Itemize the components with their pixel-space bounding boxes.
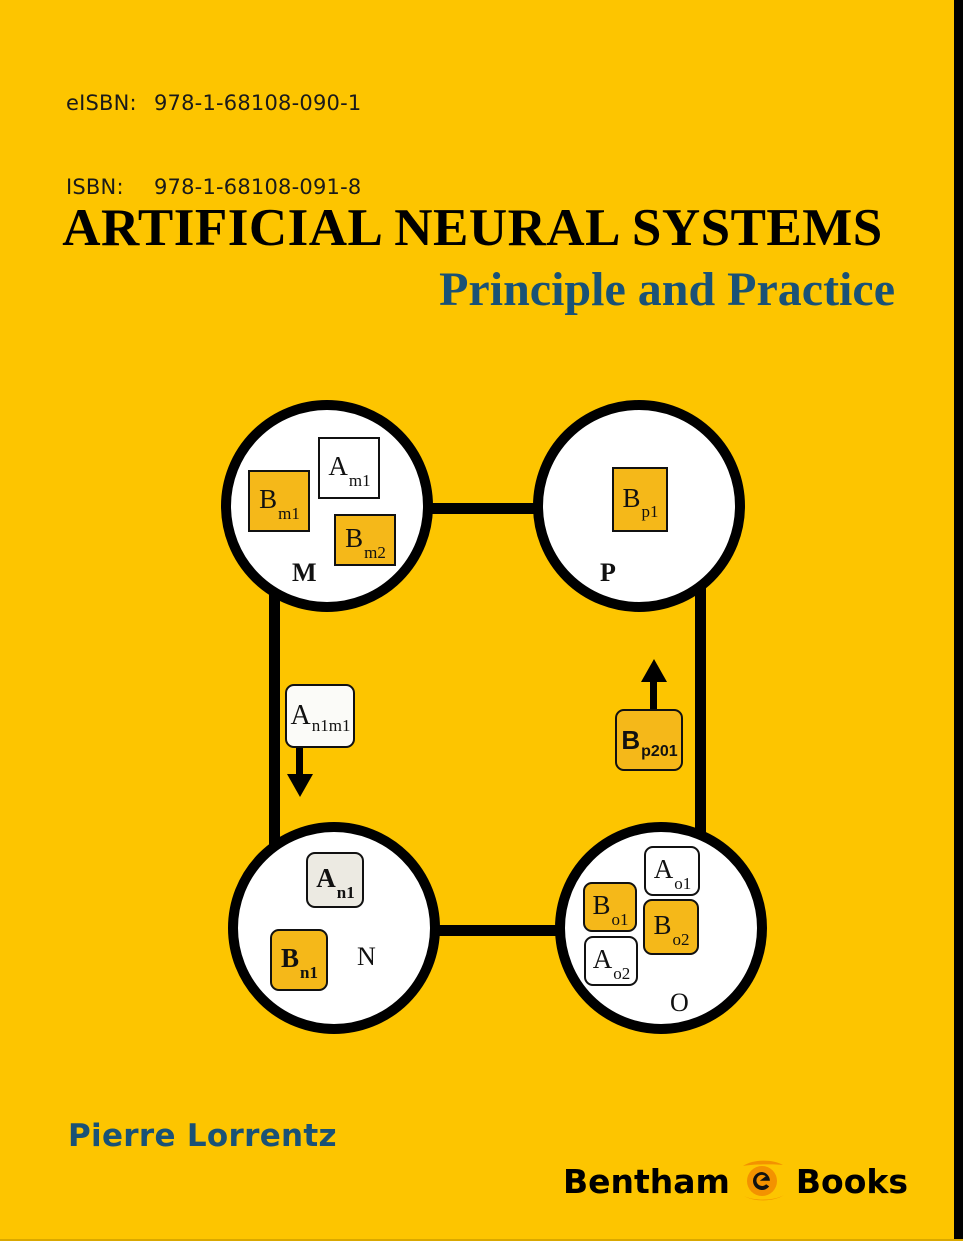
cell-o-a2[interactable]: Ao2 [584,936,638,986]
publisher-word-right: Books [795,1161,908,1201]
arrow-head-up-icon [641,659,667,682]
cell-o-b1-base: B [592,890,611,921]
arrow-shaft-down [296,748,303,778]
book-title: ARTIFICIAL NEURAL SYSTEMS [62,199,883,257]
cell-n-a1-sub: n1 [336,882,355,902]
cover-right-edge [954,0,963,1241]
node-m[interactable] [221,400,433,612]
author-name: Pierre Lorrentz [68,1118,337,1154]
publisher-word-left: Bentham [562,1161,730,1201]
edge-label-a-n1m1-sub: n1m1 [311,716,351,735]
cell-n-a1[interactable]: An1 [306,852,364,908]
cell-m-b1[interactable]: Bm1 [248,470,310,532]
bentham-e-logo-icon [739,1158,787,1204]
node-o[interactable] [555,822,767,1034]
arrow-shaft-up [650,681,657,711]
edge-label-b-p201-sub: p201 [641,742,678,760]
cell-o-b2-sub: o2 [672,929,690,949]
cell-o-a1-base: A [653,854,674,885]
cell-o-b1[interactable]: Bo1 [583,882,637,932]
node-p[interactable] [533,400,745,612]
cell-m-b2-sub: m2 [364,542,386,562]
book-subtitle: Principle and Practice [439,263,895,316]
cell-o-a1-sub: o1 [674,873,692,893]
cell-p-b1[interactable]: Bp1 [612,467,668,532]
publisher-logo: Bentham Books [563,1158,908,1204]
isbn-value: 978-1-68108-091-8 [154,175,362,199]
isbn-label: ISBN: [66,175,124,199]
cell-o-a2-base: A [592,944,613,975]
edge-label-b-p201[interactable]: Bp201 [615,709,683,771]
cell-n-b1-base: B [281,943,300,974]
cell-m-a1[interactable]: Am1 [318,437,380,499]
edge-label-b-p201-base: B [621,724,641,755]
eisbn-value: 978-1-68108-090-1 [154,91,362,115]
cell-o-a2-sub: o2 [613,963,631,983]
eisbn-label: eISBN: [66,91,137,115]
cell-n-a1-base: A [316,863,336,894]
cell-m-b1-sub: m1 [278,503,300,523]
connector-m-p [380,503,590,514]
cell-n-b1-sub: n1 [300,962,318,982]
connector-p-o [695,560,706,880]
cell-o-b2-base: B [653,910,672,941]
node-label-m: M [292,558,317,587]
eisbn-line: eISBN: 978-1-68108-090-1 [66,89,361,117]
cell-o-b1-sub: o1 [611,909,629,929]
cell-m-a1-sub: m1 [348,470,371,490]
cover-bottom-edge [0,1239,963,1241]
cell-p-b1-sub: p1 [641,502,659,522]
node-label-p: P [600,558,616,587]
cell-m-a1-base: A [328,451,348,482]
cell-m-b2[interactable]: Bm2 [334,514,396,566]
edge-label-a-n1m1[interactable]: An1m1 [285,684,355,748]
edge-label-a-n1m1-base: A [290,700,311,731]
cell-n-b1[interactable]: Bn1 [270,929,328,991]
isbn-line: ISBN: 978-1-68108-091-8 [66,173,361,201]
node-n[interactable] [228,822,440,1034]
isbn-block: eISBN: 978-1-68108-090-1 ISBN: 978-1-68108… [66,33,361,257]
connector-n-o [390,925,590,936]
cell-m-b2-base: B [345,523,364,554]
cell-o-b2[interactable]: Bo2 [643,899,699,955]
cell-p-b1-base: B [622,482,641,513]
cell-o-a1[interactable]: Ao1 [644,846,700,896]
arrow-head-down-icon [287,774,313,797]
node-label-o: O [670,988,689,1017]
cell-m-b1-base: B [259,484,278,515]
node-label-n: N [357,942,376,971]
connector-m-n [269,560,280,880]
